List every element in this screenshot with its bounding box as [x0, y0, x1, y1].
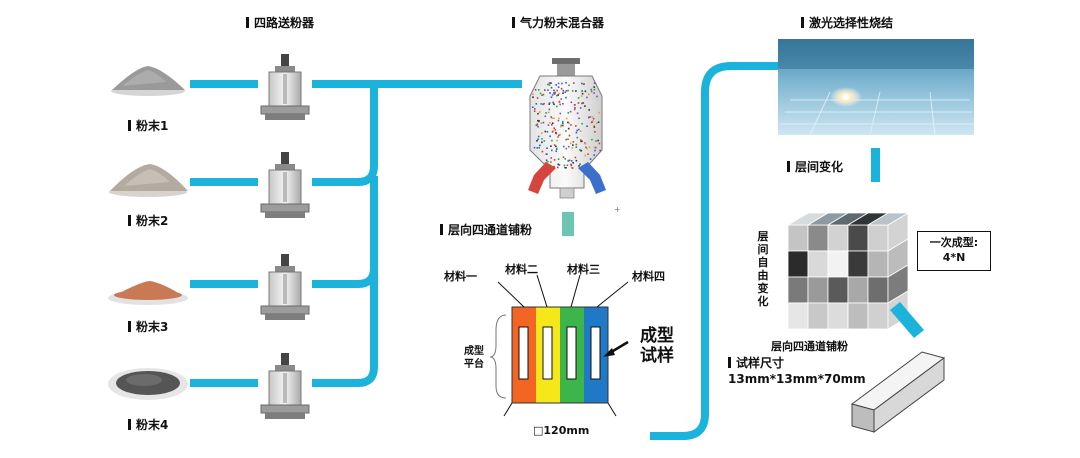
stage-label-mixer: 气力粉末混合器 [512, 14, 604, 31]
material-label: 材料三 [567, 263, 600, 276]
connector [562, 212, 574, 236]
powder-feeder-icon [260, 353, 310, 419]
powder-label: 粉末3 [128, 318, 168, 335]
cube-bottom-label: 层向四通道铺粉 [771, 340, 848, 353]
material-label: 材料四 [632, 270, 665, 283]
spreading-diagram [489, 274, 629, 417]
specimen-size-dims: 13mm*13mm*70mm [728, 372, 866, 386]
powder-feeder-icon [260, 152, 310, 218]
connector [871, 148, 880, 182]
mixer-vessel-icon: + [528, 58, 621, 214]
powder-feeder-icon [260, 254, 310, 320]
material-label: 材料二 [505, 263, 538, 276]
powder-feeder-icon [260, 54, 310, 120]
powder-pile-icon [108, 368, 188, 400]
layered-cube [786, 212, 910, 330]
specimen-size-title: 试样尺寸 [728, 354, 784, 371]
stage-label-feeding: 四路送粉器 [246, 14, 314, 31]
stage-label-spreading: 层向四通道铺粉 [440, 221, 532, 238]
arrow-icon [603, 340, 629, 357]
powder-label: 粉末4 [128, 416, 168, 433]
connector [890, 302, 924, 338]
cube-side-label: 层间自由变化 [757, 230, 769, 308]
batch-note-line1: 一次成型: [929, 236, 979, 249]
batch-note-line2: 4*N [942, 251, 966, 264]
stage-label-interlayer: 层间变化 [787, 158, 843, 175]
platform-label: 成型平台 [464, 346, 484, 370]
specimen-bar [850, 351, 946, 433]
laser-sintering-photo [778, 39, 974, 136]
powder-label: 粉末1 [128, 117, 168, 134]
powder-pile-icon [108, 281, 188, 305]
stage-label-slm: 激光选择性烧结 [801, 14, 893, 31]
specimen-label: 成型试样 [640, 326, 674, 366]
batch-note-box: 一次成型: 4*N [917, 231, 991, 271]
pipe-network [190, 62, 778, 440]
powder-pile-icon [109, 164, 188, 197]
powder-pile-icon [111, 66, 185, 96]
powder-label: 粉末2 [128, 212, 168, 229]
material-label: 材料一 [444, 270, 477, 283]
size-label: □120mm [533, 424, 590, 437]
svg-text:+: + [614, 205, 621, 214]
